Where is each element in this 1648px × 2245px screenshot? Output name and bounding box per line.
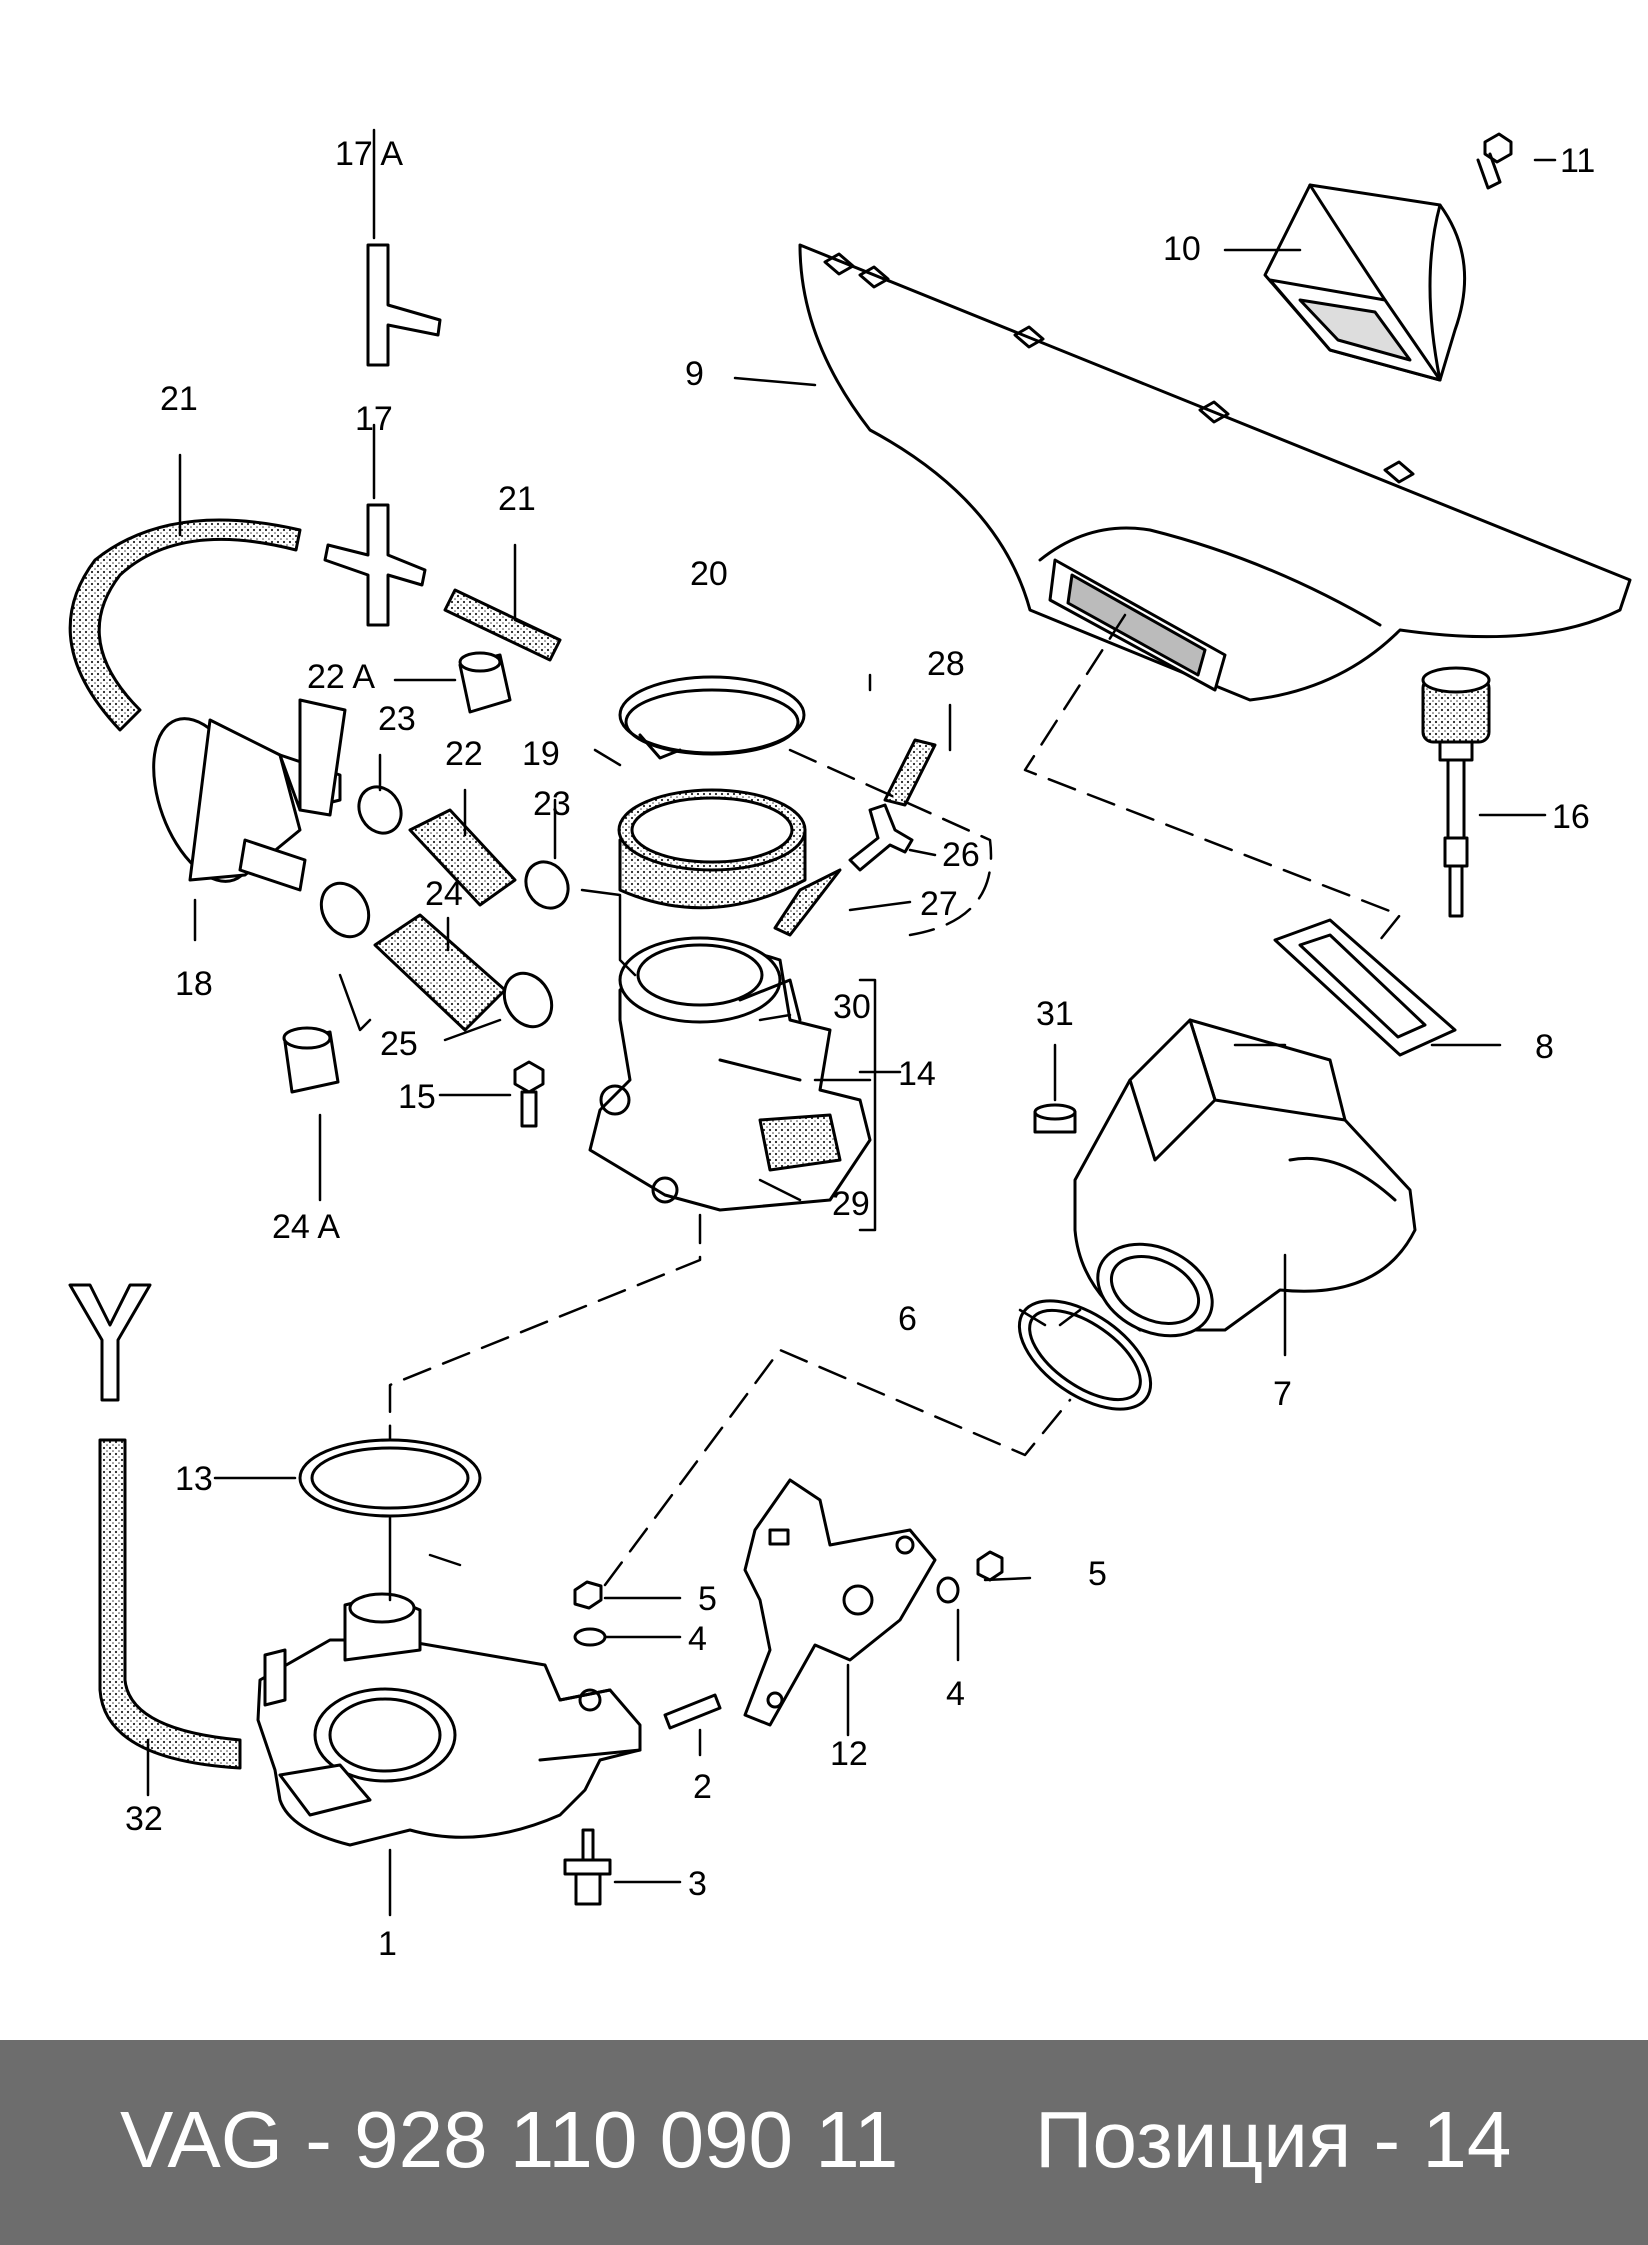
callout-23-right: 23 [533, 785, 571, 823]
hose-part-21-left [68, 518, 302, 732]
callout-32: 32 [125, 1800, 163, 1838]
callout-6: 6 [898, 1300, 917, 1338]
mounting-stud-part-16 [1421, 666, 1491, 918]
callout-22a: 22 A [307, 658, 375, 696]
stud-part-3 [563, 1828, 612, 1906]
flange-part-10 [1263, 183, 1467, 382]
plug-part-31 [1033, 1103, 1077, 1134]
intake-plenum-part-9 [798, 243, 1632, 702]
y-connector-part-32 [68, 1283, 152, 1402]
callout-5-center: 5 [698, 1580, 717, 1618]
callout-2: 2 [693, 1768, 712, 1806]
callout-30: 30 [833, 988, 871, 1026]
hose-part-24 [373, 913, 507, 1032]
washer-part-4-right [936, 1576, 960, 1604]
t-connector-part-17a [366, 243, 442, 367]
callout-3: 3 [688, 1865, 707, 1903]
callout-9: 9 [685, 355, 704, 393]
o-ring-part-13 [298, 1438, 482, 1518]
callout-29: 29 [832, 1185, 870, 1223]
callout-21-left: 21 [160, 380, 198, 418]
callout-13: 13 [175, 1460, 213, 1498]
nut-part-5-right [976, 1550, 1004, 1582]
callout-14: 14 [898, 1055, 936, 1093]
callout-31: 31 [1036, 995, 1074, 1033]
hose-part-22 [408, 808, 517, 907]
callout-10: 10 [1163, 230, 1201, 268]
callout-26: 26 [942, 836, 980, 874]
callout-27: 27 [920, 885, 958, 923]
callout-4-right: 4 [946, 1675, 965, 1713]
hose-part-21-center [443, 588, 562, 662]
callout-21-center: 21 [498, 480, 536, 518]
part-number-text: VAG - 928 110 090 11 [120, 2095, 899, 2184]
bolt-part-11 [1476, 132, 1513, 190]
stud-part-2 [663, 1693, 722, 1730]
washer-part-4-center [573, 1627, 607, 1647]
callout-24a: 24 A [272, 1208, 340, 1246]
callout-18: 18 [175, 965, 213, 1003]
nut-part-5-center [573, 1580, 603, 1610]
callout-7: 7 [1273, 1375, 1292, 1413]
callout-17: 17 [355, 400, 393, 438]
clamp-part-25-left [319, 881, 371, 939]
gasket-part-8 [1273, 918, 1457, 1057]
callout-25: 25 [380, 1025, 418, 1063]
clamp-part-25-right [502, 971, 554, 1029]
vacuum-unit-part-18 [152, 698, 347, 892]
callout-22: 22 [445, 735, 483, 773]
callout-24: 24 [425, 875, 463, 913]
exploded-parts-diagram: 17 A 17 21 21 20 28 22 A 23 22 19 23 24 … [68, 128, 1632, 1963]
callout-20: 20 [690, 555, 728, 593]
clamp-part-23-left [357, 785, 403, 835]
callout-16: 16 [1552, 798, 1590, 836]
throttle-body-part-14 [588, 936, 872, 1212]
callout-15: 15 [398, 1078, 436, 1116]
bolt-part-15 [513, 1060, 545, 1128]
t-connector-part-26 [848, 803, 914, 872]
callout-19: 19 [522, 735, 560, 773]
footer-bar: VAG - 928 110 090 11 Позиция - 14 [0, 2040, 1648, 2245]
callout-8: 8 [1535, 1028, 1554, 1066]
position-text: Позиция - 14 [1035, 2095, 1512, 2184]
bracket-part-12 [743, 1478, 937, 1727]
clamp-part-23-right [524, 860, 570, 910]
callout-4-center: 4 [688, 1620, 707, 1658]
callout-17a: 17 A [335, 135, 403, 173]
callout-11: 11 [1560, 142, 1595, 180]
air-flow-meter-part-7 [1073, 1018, 1417, 1338]
hose-part-28 [883, 738, 937, 807]
hose-part-32 [98, 1438, 242, 1770]
cross-connector-part-17 [323, 503, 427, 627]
band-clamp-part-20 [618, 675, 806, 760]
callout-5-right: 5 [1088, 1555, 1107, 1593]
callout-23-left: 23 [378, 700, 416, 738]
throttle-housing-part-1 [256, 1592, 642, 1847]
callout-28: 28 [927, 645, 965, 683]
callout-1: 1 [378, 1925, 397, 1963]
filter-element-part-19 [617, 788, 807, 910]
hose-part-27 [773, 868, 842, 937]
callout-12: 12 [830, 1735, 868, 1773]
